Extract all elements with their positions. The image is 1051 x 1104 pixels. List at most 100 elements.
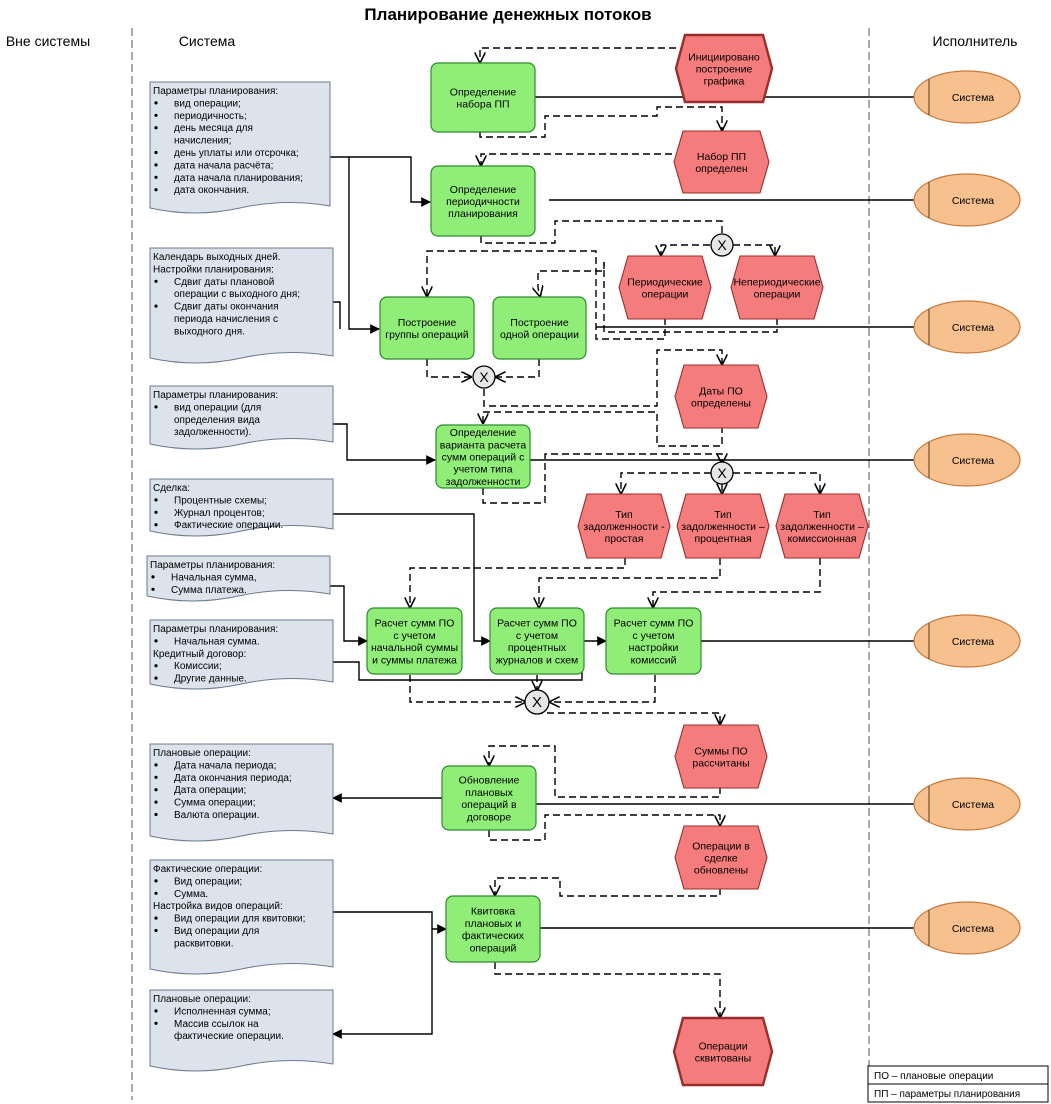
executor-a5: Система [913, 614, 1021, 668]
function-label: фактических [462, 930, 525, 942]
event-label: комиссионная [788, 533, 857, 545]
xor-connector [524, 689, 550, 715]
document-line: Начальная сумма, [171, 572, 257, 583]
bullet-icon [154, 1021, 158, 1025]
bullet-icon [154, 498, 158, 502]
document-line: Календарь выходных дней. [153, 252, 281, 263]
xor-connector [710, 233, 734, 257]
document-line: периодичность; [174, 111, 247, 122]
function-label: планирования [448, 208, 518, 220]
function-label: варианта расчета [440, 439, 527, 451]
bullet-icon [154, 101, 158, 105]
legend-item: ПО – плановые операции [874, 1071, 993, 1082]
executor-label: Система [952, 195, 994, 207]
event-shape [775, 493, 869, 559]
event-label: Суммы ПО [694, 745, 747, 757]
xor-connectors: X X X X [472, 233, 734, 715]
function-label: плановых и [465, 918, 522, 930]
bullet-icon [154, 891, 158, 895]
event-shape [577, 493, 671, 559]
document-line: Массив ссылок на [174, 1019, 259, 1030]
document-line: фактические операции. [174, 1030, 284, 1042]
function-f7: Расчет сумм ПОс учетомпроцентныхжурналов… [489, 607, 585, 675]
event-shape [674, 364, 768, 429]
document-9: Плановые операции:Исполненная сумма;Масс… [149, 989, 334, 1072]
document-shape [149, 989, 334, 1072]
document-line: Вид операции; [174, 876, 242, 887]
function-label: Расчет сумм ПО [497, 618, 577, 630]
document-1: Параметры планирования:вид операции;пери… [149, 81, 331, 214]
function-label: операций [470, 942, 517, 954]
function-label: плановых [465, 787, 513, 799]
document-shape [146, 555, 331, 602]
document-line: выходного дня. [174, 326, 245, 337]
document-line: Сдвиг даты окончания [174, 302, 279, 313]
event-label: обновлены [694, 865, 748, 877]
executor-shape [913, 433, 1021, 487]
document-line: Кредитный договор: [153, 649, 246, 660]
bullet-icon [151, 575, 155, 579]
event-shape [673, 130, 770, 194]
function-label: задолженности [446, 476, 521, 488]
bullet-icon [154, 150, 158, 155]
function-label: настройки [629, 642, 679, 654]
document-shape [149, 385, 334, 450]
document-line: Плановые операции: [153, 994, 251, 1005]
document-line: день уплаты или отсрочка; [174, 148, 299, 159]
function-label: с учетом [516, 630, 558, 642]
document-line: Сдвиг даты плановой [174, 277, 274, 288]
event-shape [676, 493, 770, 559]
function-label: с учетом [393, 630, 435, 642]
function-shape [379, 296, 475, 360]
column-header-system: Система [179, 33, 236, 49]
xor-connector-label: X [717, 237, 727, 253]
bullet-icon [154, 113, 158, 117]
bullet-icon [154, 523, 158, 527]
xor-connector-label: X [532, 694, 542, 711]
bullet-icon [154, 405, 158, 409]
function-label: периодичности [446, 196, 520, 208]
event-label: задолженности - [583, 521, 665, 533]
bullet-icon [154, 175, 158, 179]
document-line: Сумма операции; [174, 798, 256, 809]
bullet-icon [154, 639, 158, 643]
function-label: Расчет сумм ПО [614, 618, 694, 630]
executor-shape [913, 614, 1021, 668]
function-label: Квитовка [471, 906, 515, 918]
event-label: операции [754, 289, 801, 301]
event-label: сквитованы [695, 1053, 751, 1065]
function-label: с учетом [632, 630, 674, 642]
function-label: договоре [467, 811, 512, 823]
event-label: Непериодические [733, 276, 820, 288]
function-shape [445, 895, 541, 963]
document-line: Дата окончания периода; [174, 773, 292, 784]
document-8: Фактические операции:Вид операции;Сумма.… [149, 859, 334, 975]
event-label: определен [695, 163, 748, 175]
legend: ПО – плановые операции ПП – параметры пл… [867, 1065, 1049, 1103]
event-shape [674, 33, 774, 104]
document-shape [149, 859, 334, 975]
document-line: периода начисления с [174, 314, 278, 325]
document-7: Плановые операции:Дата начала периода;Да… [149, 743, 334, 842]
executor-label: Система [952, 799, 994, 811]
function-label: Построение [398, 317, 457, 329]
executor-shape [913, 901, 1021, 955]
executor-a1: Система [913, 70, 1021, 124]
function-shape [489, 607, 585, 675]
event-label: Инициировано [688, 51, 760, 63]
document-4: Сделка:Процентные схемы;Журнал процентов… [149, 478, 334, 537]
document-line: Журнал процентов; [174, 508, 265, 519]
column-header-outside: Вне системы [6, 33, 90, 49]
document-line: Комиссии; [174, 661, 222, 672]
executor-a7: Система [913, 901, 1021, 955]
executor-shape [913, 777, 1021, 831]
document-line: операции с выходного дня; [174, 289, 300, 300]
function-label: Обновление [459, 775, 520, 787]
bullet-icon [154, 188, 158, 192]
